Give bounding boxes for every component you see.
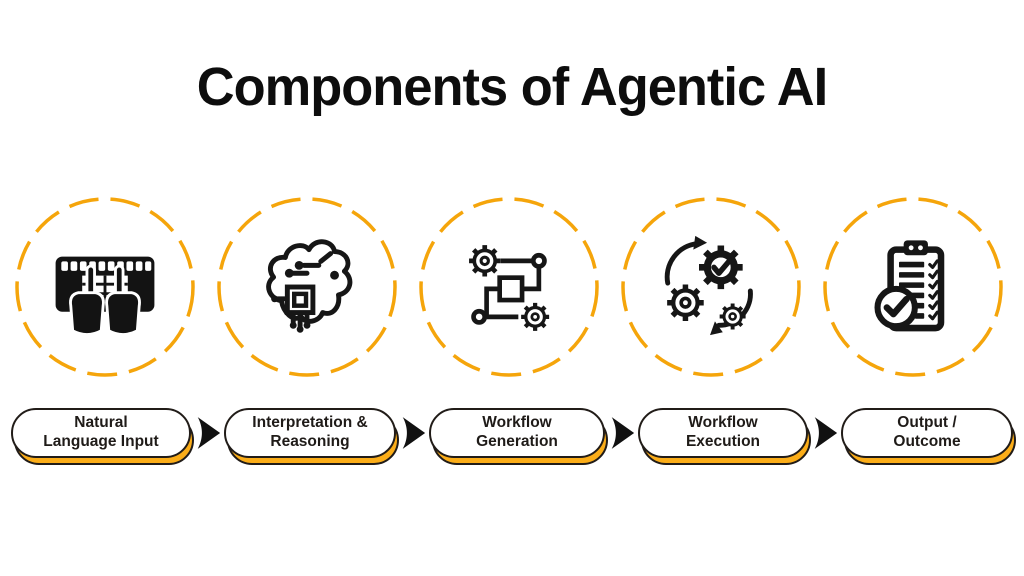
right-arrow-icon bbox=[810, 414, 840, 452]
step-pill-interpretation-reasoning: Interpretation & Reasoning bbox=[224, 408, 396, 458]
step-circle-workflow-execution bbox=[620, 196, 802, 378]
ai-brain-circuit-icon bbox=[266, 239, 353, 333]
step-pill-workflow-execution: Workflow Execution bbox=[638, 408, 808, 458]
page-title: Components of Agentic AI bbox=[196, 57, 828, 117]
step-label-line2: Reasoning bbox=[270, 433, 350, 450]
step-label-line2: Generation bbox=[476, 433, 558, 450]
step-circle-workflow-generation bbox=[418, 196, 600, 378]
steps-row: Natural Language Input Interpretation & … bbox=[0, 408, 1024, 458]
rotating-gears-check-icon bbox=[652, 235, 753, 336]
keyboard-typing-icon bbox=[55, 256, 155, 336]
step-circle-natural-language-input bbox=[14, 196, 196, 378]
step-pill-workflow-generation: Workflow Generation bbox=[429, 408, 605, 458]
step-label-line2: Execution bbox=[685, 433, 761, 450]
dashed-circle-border bbox=[621, 197, 801, 377]
step-circle-output-outcome bbox=[822, 196, 1004, 378]
step-pill-output-outcome: Output / Outcome bbox=[841, 408, 1013, 458]
step-label-line1: Natural bbox=[74, 414, 128, 432]
step-label-line2: Outcome bbox=[893, 433, 961, 450]
icons-row bbox=[0, 196, 1024, 378]
right-arrow-icon bbox=[607, 414, 637, 452]
step-label-line2: Language Input bbox=[43, 433, 159, 450]
dashed-circle-border bbox=[15, 197, 195, 377]
dashed-circle-border bbox=[823, 197, 1003, 377]
step-label-line1: Output / bbox=[897, 414, 957, 432]
step-label-line1: Workflow bbox=[688, 414, 758, 432]
right-arrow-icon bbox=[193, 414, 223, 452]
checklist-clipboard-icon bbox=[874, 240, 945, 332]
step-label-line1: Workflow bbox=[482, 414, 552, 432]
dashed-circle-border bbox=[419, 197, 599, 377]
right-arrow-icon bbox=[398, 414, 428, 452]
step-pill-natural-language-input: Natural Language Input bbox=[11, 408, 191, 458]
workflow-nodes-gears-icon bbox=[453, 231, 565, 343]
step-circle-interpretation-reasoning bbox=[216, 196, 398, 378]
step-label-line1: Interpretation & bbox=[252, 414, 368, 432]
dashed-circle-border bbox=[217, 197, 397, 377]
